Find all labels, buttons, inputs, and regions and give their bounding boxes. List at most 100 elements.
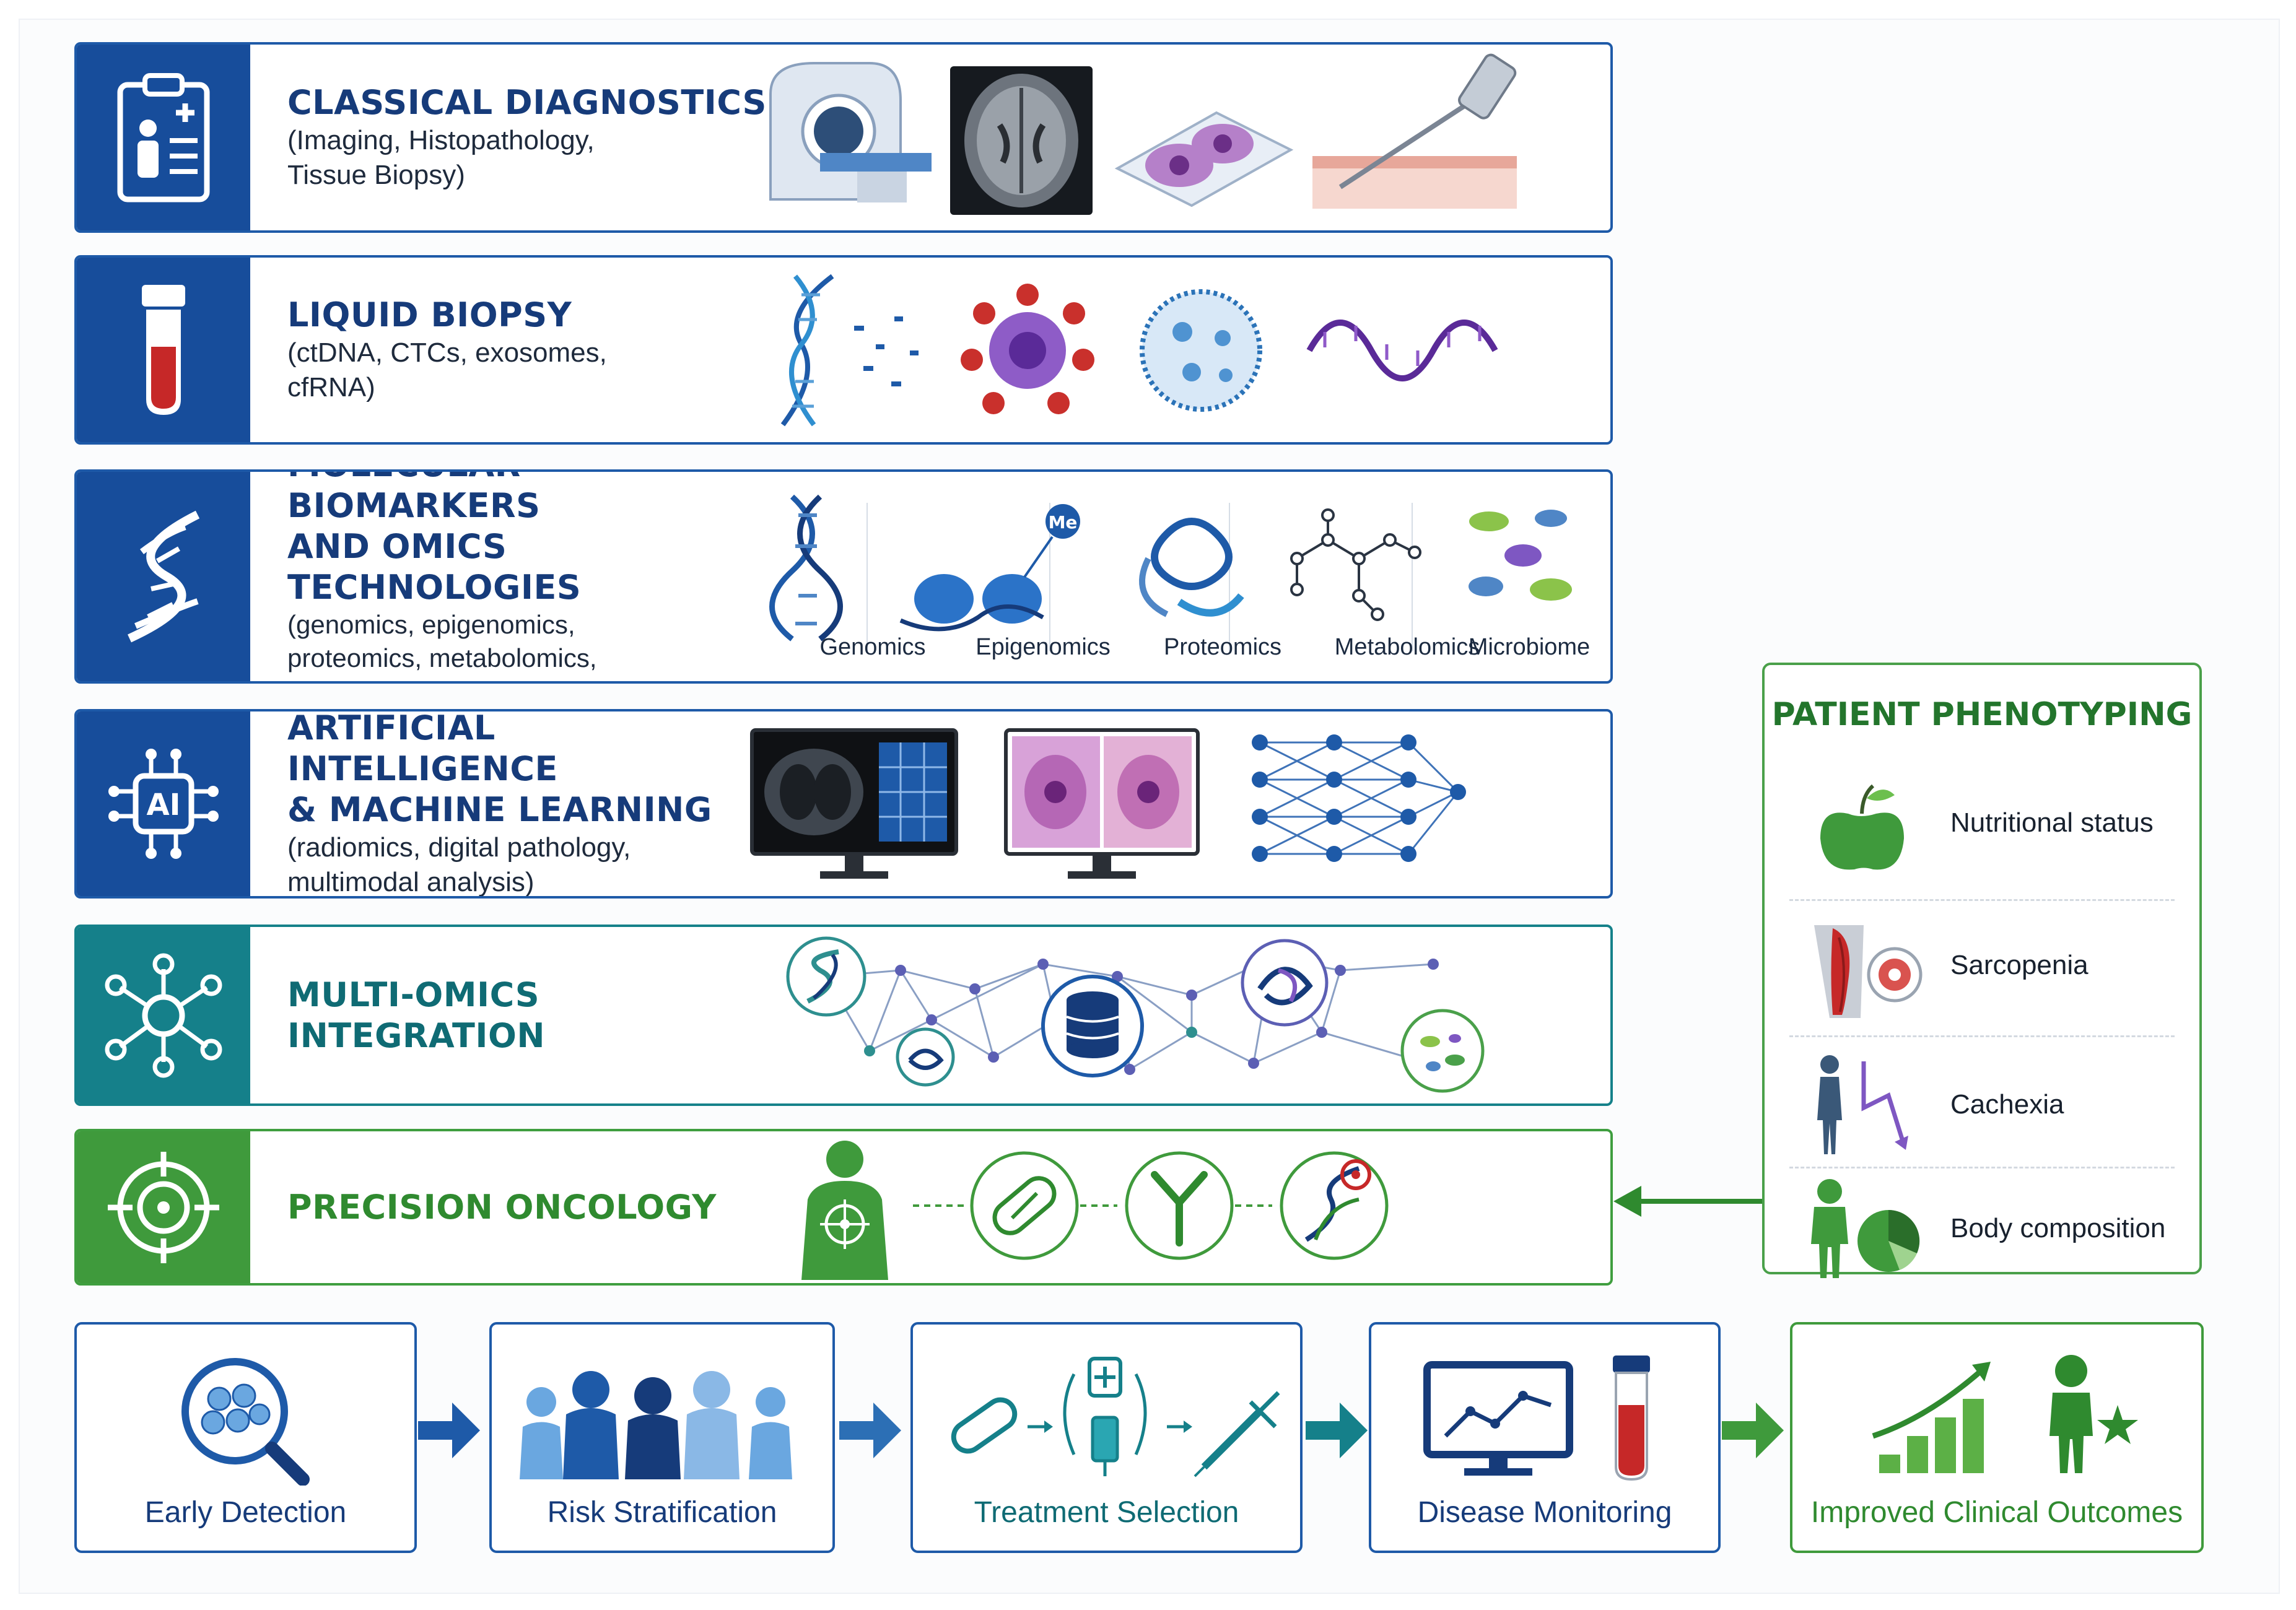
omics-label-metabolomics: Metabolomics bbox=[1334, 634, 1480, 660]
microbiome-icon bbox=[1469, 510, 1572, 601]
band-icon-panel bbox=[77, 258, 250, 442]
classical-diagnostics-art bbox=[769, 53, 1517, 215]
phenotyping-item: Body composition bbox=[1789, 1170, 2175, 1287]
band-molecular-biomarkers: MOLECULAR BIOMARKERS AND OMICS TECHNOLOG… bbox=[74, 469, 1613, 684]
band-title: MULTI-OMICS INTEGRATION bbox=[287, 975, 546, 1055]
outcome-label: Early Detection bbox=[144, 1496, 347, 1529]
phenotyping-item: Sarcopenia bbox=[1789, 907, 2175, 1024]
divider bbox=[1789, 1035, 2175, 1037]
band-subtitle: multimodal analysis) bbox=[287, 867, 535, 897]
band-title: ARTIFICIAL INTELLIGENCE bbox=[287, 709, 558, 788]
band-text: CLASSICAL DIAGNOSTICS (Imaging, Histopat… bbox=[287, 45, 770, 230]
neural-network-icon bbox=[1252, 734, 1466, 862]
band-icon-panel bbox=[77, 1131, 250, 1283]
outcome-arrow-icon bbox=[1306, 1403, 1368, 1458]
band-subtitle: cfRNA) bbox=[287, 372, 375, 402]
band-title: MOLECULAR BIOMARKERS bbox=[287, 472, 541, 525]
network-icon bbox=[105, 953, 222, 1077]
target-icon bbox=[108, 1151, 219, 1263]
divider bbox=[866, 503, 868, 651]
outcome-treatment-selection: Treatment Selection bbox=[910, 1322, 1303, 1553]
ctdna-fragments-icon bbox=[780, 274, 919, 427]
band-subtitle: Tissue Biopsy) bbox=[287, 160, 465, 190]
patient-target-icon bbox=[801, 1141, 888, 1280]
outcome-arrow-icon bbox=[1722, 1403, 1784, 1458]
band-title: PRECISION ONCOLOGY bbox=[287, 1187, 717, 1227]
patient-phenotyping-panel: PATIENT PHENOTYPING Nutritional status S… bbox=[1762, 663, 2202, 1278]
band-icon-panel bbox=[77, 927, 250, 1103]
histology-slide-icon bbox=[1114, 111, 1294, 207]
apple-icon bbox=[1820, 784, 1904, 870]
biopsy-needle-icon bbox=[1312, 53, 1517, 209]
band-subtitle: microbiome) bbox=[287, 675, 758, 681]
brain-scan-icon bbox=[950, 66, 1093, 215]
protein-structure-node-icon bbox=[1241, 939, 1329, 1027]
proteomics-icon bbox=[1139, 518, 1244, 617]
ai-chip-label: AI bbox=[146, 788, 180, 822]
band-text: MOLECULAR BIOMARKERS AND OMICS TECHNOLOG… bbox=[287, 472, 758, 681]
pill-icon bbox=[970, 1151, 1079, 1260]
dna-icon bbox=[128, 510, 200, 643]
digital-pathology-monitor-icon bbox=[1004, 728, 1200, 879]
phenotyping-label: Body composition bbox=[1950, 1213, 2166, 1243]
outcome-disease-monitoring: Disease Monitoring bbox=[1369, 1322, 1721, 1553]
outcome-early-detection: Early Detection bbox=[74, 1322, 417, 1553]
phenotyping-label: Nutritional status bbox=[1950, 807, 2154, 838]
ctc-cell-icon bbox=[961, 284, 1094, 414]
cachexia-icon bbox=[1817, 1055, 1908, 1154]
monitoring-icon bbox=[1423, 1355, 1650, 1481]
epigenomics-icon: Me bbox=[899, 504, 1080, 632]
band-subtitle: (genomics, epigenomics, bbox=[287, 610, 575, 639]
band-title: AND OMICS TECHNOLOGIES bbox=[287, 527, 582, 607]
band-subtitle: (ctDNA, CTCs, exosomes, bbox=[287, 337, 607, 368]
cfrna-strand-icon bbox=[1306, 320, 1498, 381]
divider bbox=[1789, 899, 2175, 901]
microbe-node-icon bbox=[1400, 1009, 1485, 1093]
people-group-icon bbox=[520, 1371, 792, 1479]
ct-scanner-icon bbox=[769, 62, 932, 202]
phenotyping-title: PATIENT PHENOTYPING bbox=[1771, 696, 2193, 733]
targeted-dna-icon bbox=[1280, 1151, 1389, 1260]
database-node-icon bbox=[1041, 975, 1144, 1077]
protein-node-icon bbox=[896, 1027, 955, 1087]
improvement-icon bbox=[1872, 1355, 2138, 1473]
band-title: CLASSICAL DIAGNOSTICS bbox=[287, 83, 767, 122]
muscle-icon bbox=[1814, 925, 1923, 1018]
band-icon-panel: AI bbox=[77, 711, 250, 896]
outcome-arrow-icon bbox=[839, 1403, 901, 1458]
band-subtitle: proteomics, metabolomics, bbox=[287, 643, 597, 672]
band-subtitle: (Imaging, Histopathology, bbox=[287, 125, 595, 155]
omics-label-genomics: Genomics bbox=[819, 634, 926, 660]
band-classical-diagnostics: CLASSICAL DIAGNOSTICS (Imaging, Histopat… bbox=[74, 42, 1613, 233]
multi-omics-network-art bbox=[786, 936, 1485, 1093]
ai-chip-icon: AI bbox=[108, 749, 219, 859]
band-text: PRECISION ONCOLOGY bbox=[287, 1131, 770, 1283]
phenotyping-item: Cachexia bbox=[1789, 1046, 2175, 1164]
band-text: ARTIFICIAL INTELLIGENCE & MACHINE LEARNI… bbox=[287, 711, 758, 896]
band-icon-panel bbox=[77, 472, 250, 681]
ai-ml-art bbox=[750, 728, 1466, 879]
divider bbox=[1789, 1167, 2175, 1168]
methyl-tag: Me bbox=[1049, 512, 1078, 533]
band-icon-panel bbox=[77, 45, 250, 230]
antibody-icon bbox=[1125, 1151, 1234, 1260]
outcome-label: Risk Stratification bbox=[547, 1496, 777, 1529]
band-precision-oncology: PRECISION ONCOLOGY bbox=[74, 1129, 1613, 1286]
omics-art: Me bbox=[769, 494, 1572, 642]
band-title: LIQUID BIOPSY bbox=[287, 295, 572, 334]
band-liquid-biopsy: LIQUID BIOPSY (ctDNA, CTCs, exosomes, cf… bbox=[74, 255, 1613, 445]
phenotyping-to-oncology-arrow-icon bbox=[1613, 1186, 1762, 1217]
phenotyping-label: Sarcopenia bbox=[1950, 950, 2089, 980]
divider bbox=[1049, 503, 1050, 651]
blood-tube-icon bbox=[142, 285, 185, 415]
liquid-biopsy-art bbox=[780, 274, 1498, 427]
metabolomics-icon bbox=[1290, 508, 1421, 621]
outcome-label: Disease Monitoring bbox=[1417, 1496, 1672, 1529]
band-artificial-intelligence: AI ARTIFICIAL INTELLIGENCE & MACHINE LEA… bbox=[74, 709, 1613, 899]
outcome-label: Treatment Selection bbox=[974, 1496, 1239, 1529]
band-title: & MACHINE LEARNING bbox=[287, 790, 712, 829]
omics-label-epigenomics: Epigenomics bbox=[976, 634, 1111, 660]
exosome-icon bbox=[1140, 289, 1262, 412]
precision-oncology-art bbox=[801, 1141, 1389, 1280]
phenotyping-label: Cachexia bbox=[1950, 1089, 2064, 1120]
